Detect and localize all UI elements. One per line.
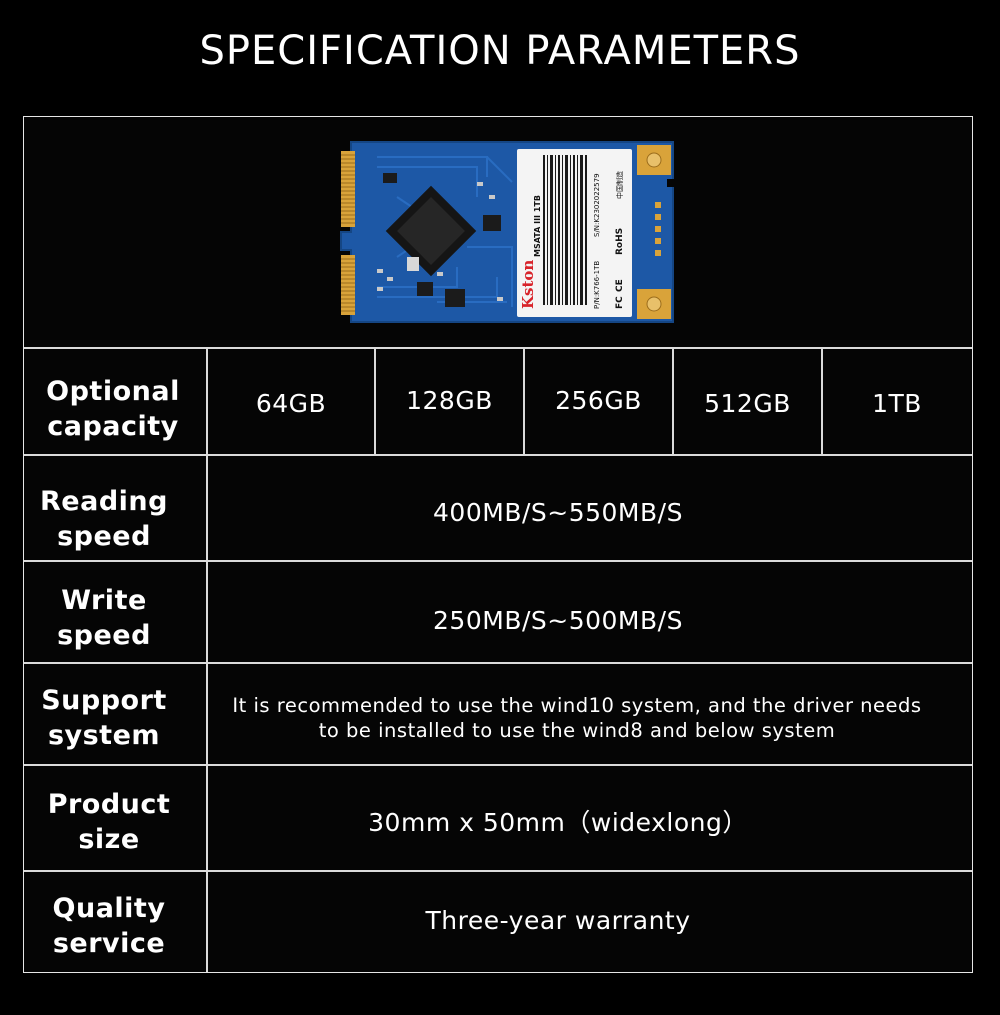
table-row-divider — [24, 662, 972, 664]
page-title: SPECIFICATION PARAMETERS — [199, 28, 801, 74]
quality-service-label: Quality service — [52, 893, 166, 959]
capacity-option-256gb: 256GB — [555, 386, 642, 415]
label-rohs: RoHS — [615, 228, 625, 255]
table-row-divider — [24, 560, 972, 562]
table-row-divider — [24, 454, 972, 456]
capacity-cell-divider — [672, 347, 674, 454]
capacity-option-128gb: 128GB — [406, 386, 493, 415]
capacity-option-1tb: 1TB — [872, 389, 922, 418]
label-origin: 中国制造 — [615, 171, 624, 199]
reading-speed-value: 400MB/S~550MB/S — [433, 498, 683, 527]
label-pn: P/N:K766-1TB — [593, 261, 601, 309]
table-row-divider — [24, 870, 972, 872]
label-fc: FC — [615, 296, 625, 309]
table-row-divider — [24, 764, 972, 766]
reading-speed-label: Reading speed — [40, 486, 168, 552]
capacity-cell-divider — [374, 347, 376, 454]
label-column-divider — [206, 347, 208, 972]
table-row-divider — [24, 347, 972, 349]
label-ce: CE — [615, 279, 625, 292]
capacity-cell-divider — [821, 347, 823, 454]
capacity-option-64gb: 64GB — [255, 389, 327, 418]
product-size-label: Product size — [47, 789, 171, 855]
write-speed-label: Write speed — [57, 585, 151, 651]
msata-ssd-image: Kston MSATA III 1TB P/N:K766-1TB S/N:K23… — [340, 141, 675, 323]
label-model: MSATA III 1TB — [533, 195, 542, 257]
quality-service-value: Three-year warranty — [425, 906, 691, 935]
write-speed-value: 250MB/S~500MB/S — [433, 606, 683, 635]
label-brand: Kston — [519, 260, 537, 309]
capacity-cell-divider — [523, 347, 525, 454]
capacity-label: Optional capacity — [46, 376, 180, 442]
support-system-value: It is recommended to use the wind10 syst… — [232, 694, 922, 742]
capacity-option-512gb: 512GB — [704, 389, 791, 418]
product-size-value: 30mm x 50mm（widexlong） — [368, 808, 748, 837]
label-sn: S/N:K2302022579 — [593, 173, 601, 237]
support-system-label: Support system — [41, 685, 167, 751]
